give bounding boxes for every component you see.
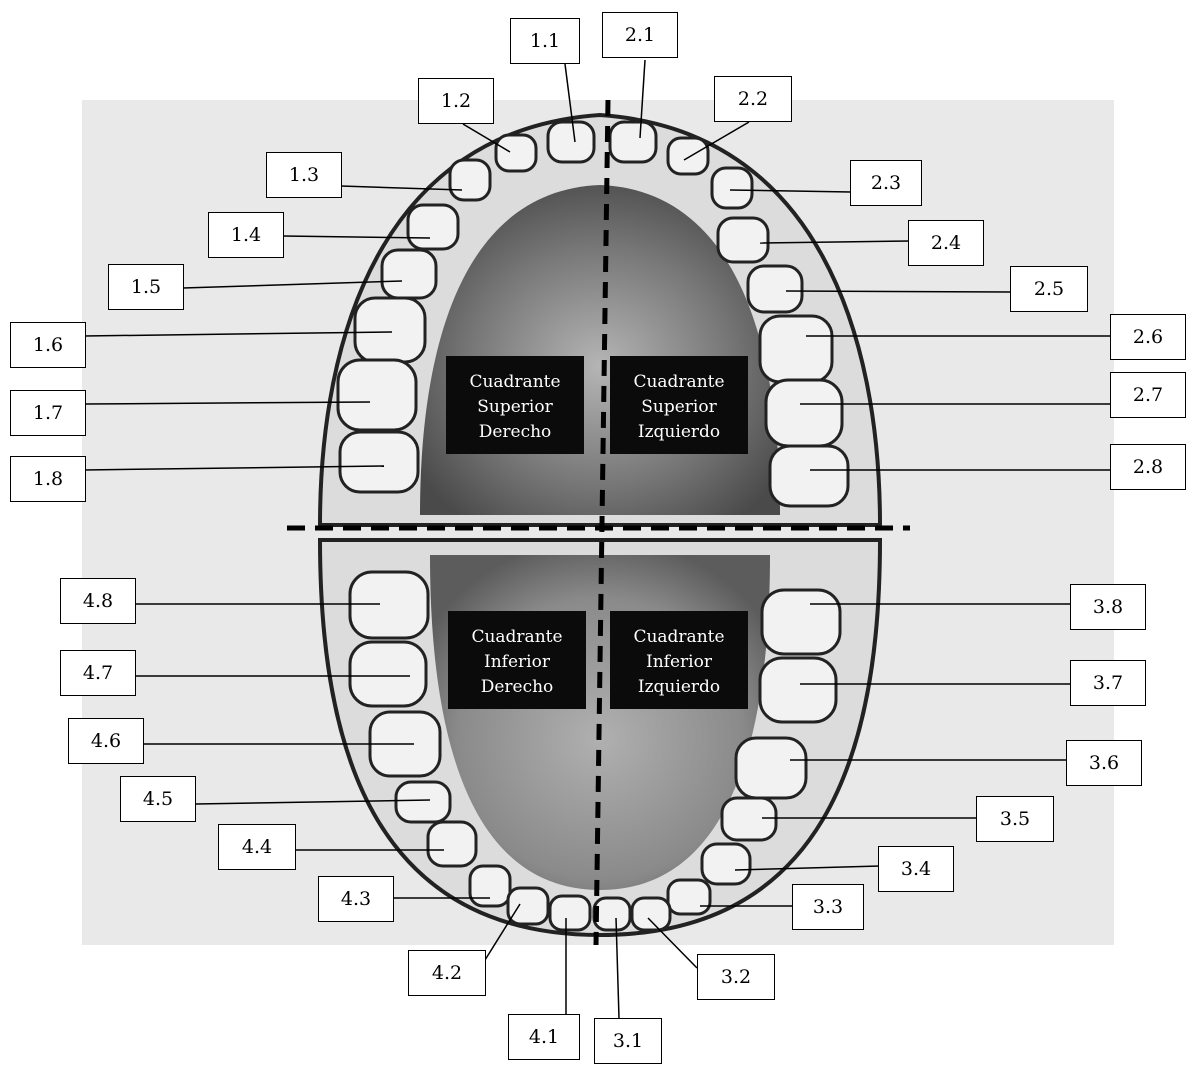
tooth-label-2-4: 2.4 — [908, 220, 984, 266]
tooth-label-2-8: 2.8 — [1110, 444, 1186, 490]
tooth-label-1-8: 1.8 — [10, 456, 86, 502]
tooth-label-1-1: 1.1 — [510, 18, 580, 64]
tooth-label-3-4: 3.4 — [878, 846, 954, 892]
tooth-label-3-7: 3.7 — [1070, 660, 1146, 706]
tooth-label-3-5: 3.5 — [976, 796, 1054, 842]
tooth-label-4-8: 4.8 — [60, 578, 136, 624]
quadrant-upper-left: Cuadrante Superior Izquierdo — [610, 356, 748, 454]
tooth-label-2-7: 2.7 — [1110, 372, 1186, 418]
quadrant-lower-left: Cuadrante Inferior Izquierdo — [610, 611, 748, 709]
tooth-label-2-2: 2.2 — [714, 76, 792, 122]
quadrant-upper-left-line1: Cuadrante — [633, 372, 725, 392]
tooth-label-1-7: 1.7 — [10, 390, 86, 436]
quadrant-upper-right-line3: Derecho — [478, 422, 552, 442]
leader-lines — [83, 59, 1110, 1019]
quadrant-lower-left-line2: Inferior — [646, 652, 712, 672]
tooth-label-3-2: 3.2 — [697, 954, 775, 1000]
midline-divider — [593, 99, 611, 946]
tooth-label-3-3: 3.3 — [792, 884, 864, 930]
quadrant-lower-left-line1: Cuadrante — [633, 627, 725, 647]
tooth-label-4-5: 4.5 — [120, 776, 196, 822]
tooth-label-2-6: 2.6 — [1110, 314, 1186, 360]
tooth-label-4-3: 4.3 — [318, 876, 394, 922]
quadrant-lower-right-line2: Inferior — [484, 652, 550, 672]
quadrant-upper-left-line3: Izquierdo — [637, 422, 721, 442]
tooth-label-4-4: 4.4 — [218, 824, 296, 870]
quadrant-upper-right-line2: Superior — [477, 397, 553, 417]
quadrant-lower-right-line3: Derecho — [480, 677, 554, 697]
quadrant-lower-right-line1: Cuadrante — [471, 627, 563, 647]
quadrant-upper-right: Cuadrante Superior Derecho — [446, 356, 584, 454]
tooth-label-4-6: 4.6 — [68, 718, 144, 764]
tooth-label-3-1: 3.1 — [594, 1018, 662, 1064]
tooth-label-4-1: 4.1 — [508, 1014, 580, 1060]
tooth-label-1-5: 1.5 — [108, 264, 184, 310]
tooth-label-1-4: 1.4 — [208, 212, 284, 258]
tooth-label-2-5: 2.5 — [1010, 266, 1088, 312]
tooth-label-4-2: 4.2 — [408, 950, 486, 996]
tooth-label-3-6: 3.6 — [1066, 740, 1142, 786]
tooth-label-3-8: 3.8 — [1070, 584, 1146, 630]
tooth-label-2-3: 2.3 — [850, 160, 922, 206]
upper-teeth — [336, 120, 850, 508]
tooth-label-4-7: 4.7 — [60, 650, 136, 696]
lower-teeth — [348, 570, 842, 932]
quadrant-lower-right: Cuadrante Inferior Derecho — [448, 611, 586, 709]
tooth-label-1-6: 1.6 — [10, 322, 86, 368]
tooth-label-1-3: 1.3 — [266, 152, 342, 198]
tooth-label-2-1: 2.1 — [602, 12, 678, 58]
quadrant-upper-right-line1: Cuadrante — [469, 372, 561, 392]
quadrant-upper-left-line2: Superior — [641, 397, 717, 417]
quadrant-lower-left-line3: Izquierdo — [637, 677, 721, 697]
tooth-label-1-2: 1.2 — [418, 78, 494, 124]
